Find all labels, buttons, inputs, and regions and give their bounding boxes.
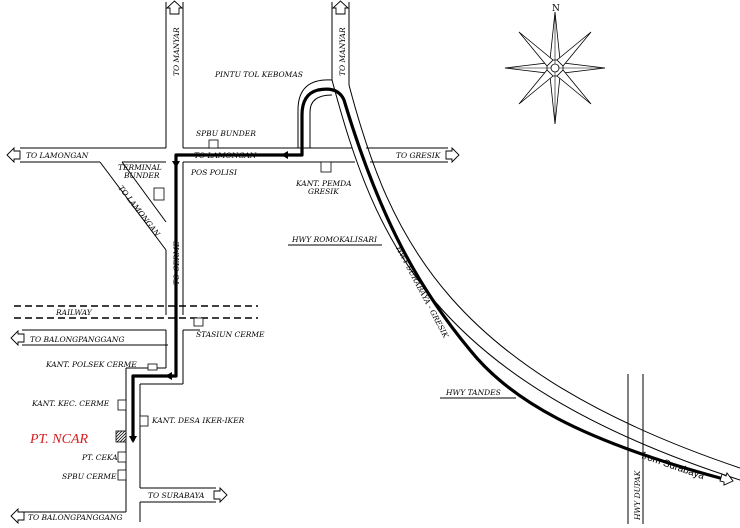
compass-north-label: N — [552, 4, 560, 14]
route-arrow-1 — [281, 151, 288, 159]
route-arrow-2 — [172, 161, 180, 168]
hwy-surabaya-gresik-inner — [348, 84, 740, 469]
hwy-surabaya-gresik-outer — [331, 79, 740, 481]
direction-arrows — [6, 0, 734, 525]
route-arrow-3 — [165, 372, 172, 380]
label-to-lamongan-mid: TO LAMONGAN — [194, 151, 257, 160]
label-to-manyar-east: TO MANYAR — [338, 27, 347, 76]
label-to-manyar-west: TO MANYAR — [172, 27, 181, 76]
label-hwy-romokalisari: HWY ROMOKALISARI — [291, 235, 378, 244]
label-pintu-tol: PINTU TOL KEBOMAS — [214, 70, 303, 79]
arrow-left-lamongan — [6, 146, 21, 164]
spbu-cerme-marker — [117, 469, 127, 481]
route-path — [129, 87, 722, 480]
label-to-balongpanggang-2: TO BALONGPANGGANG — [28, 513, 122, 522]
arrow-left-balong1 — [10, 329, 25, 347]
ceka-marker — [117, 451, 127, 463]
road-diag-lamongan-b — [121, 161, 167, 223]
polsek-marker — [147, 363, 158, 371]
stasiun-cerme-marker — [193, 317, 204, 327]
building-markers — [117, 139, 332, 481]
label-kant-polsek: KANT. POLSEK CERME — [45, 360, 137, 369]
arrow-right-from-surabaya — [719, 472, 734, 486]
label-kant-desa: KANT. DESA IKER-IKER — [151, 416, 245, 425]
label-terminal-1: TERMINAL — [118, 163, 162, 172]
arrow-left-balong2 — [10, 507, 25, 525]
label-pos-polisi: POS POLISI — [190, 168, 238, 177]
label-to-gresik: TO GRESIK — [396, 151, 441, 160]
route-line — [131, 87, 722, 480]
spbu-bunder-marker — [208, 139, 219, 149]
label-hwy-tandes: HWY TANDES — [445, 388, 501, 397]
label-kant-kec: KANT. KEC. CERME — [31, 399, 110, 408]
arrow-up-manyar-west — [165, 0, 184, 15]
desa-marker — [139, 415, 149, 427]
road-toll-loop-inner — [309, 94, 333, 148]
label-spbu-cerme: SPBU CERME — [62, 472, 117, 481]
label-railway: RAILWAY — [55, 308, 93, 317]
road-network — [14, 2, 740, 524]
pt-ncar-marker — [115, 430, 127, 443]
arrow-up-manyar-east — [331, 0, 350, 15]
label-pt-ncar: PT. NCAR — [29, 432, 89, 447]
label-kant-pemda-2: GRESIK — [308, 187, 339, 196]
label-terminal-2: BUNDER — [123, 171, 160, 180]
road-toll-loop-outer — [297, 79, 333, 148]
label-to-lamongan-west: TO LAMONGAN — [26, 151, 89, 160]
arrow-right-surabaya — [213, 486, 228, 504]
label-stasiun-cerme: STASIUN CERME — [196, 330, 265, 339]
labels: TO MANYAR TO MANYAR TO LAMONGAN TO LAMON… — [26, 27, 706, 522]
label-pt-ceka: PT. CEKA — [81, 453, 118, 462]
label-hwy-surabaya-gresik: HWY SURABAYA - GRESIK — [394, 244, 451, 340]
pemda-marker — [320, 161, 332, 173]
kec-cerme-marker — [117, 399, 127, 411]
label-from-surabaya: from Surabaya — [640, 450, 706, 482]
label-to-surabaya: TO SURABAYA — [148, 491, 205, 500]
route-arrow-4 — [129, 436, 137, 443]
terminal-bunder-marker — [153, 187, 165, 201]
label-to-cerme: TO CERME — [172, 241, 181, 285]
label-to-balongpanggang-1: TO BALONGPANGGANG — [30, 335, 124, 344]
road-diag-lamongan-a — [99, 161, 167, 251]
label-spbu-bunder: SPBU BUNDER — [196, 129, 256, 138]
compass-rose — [504, 11, 606, 125]
arrow-right-gresik — [445, 146, 460, 164]
label-kant-pemda-1: KANT. PEMDA — [295, 179, 352, 188]
label-hwy-dupak: HWY DUPAK — [633, 470, 642, 521]
